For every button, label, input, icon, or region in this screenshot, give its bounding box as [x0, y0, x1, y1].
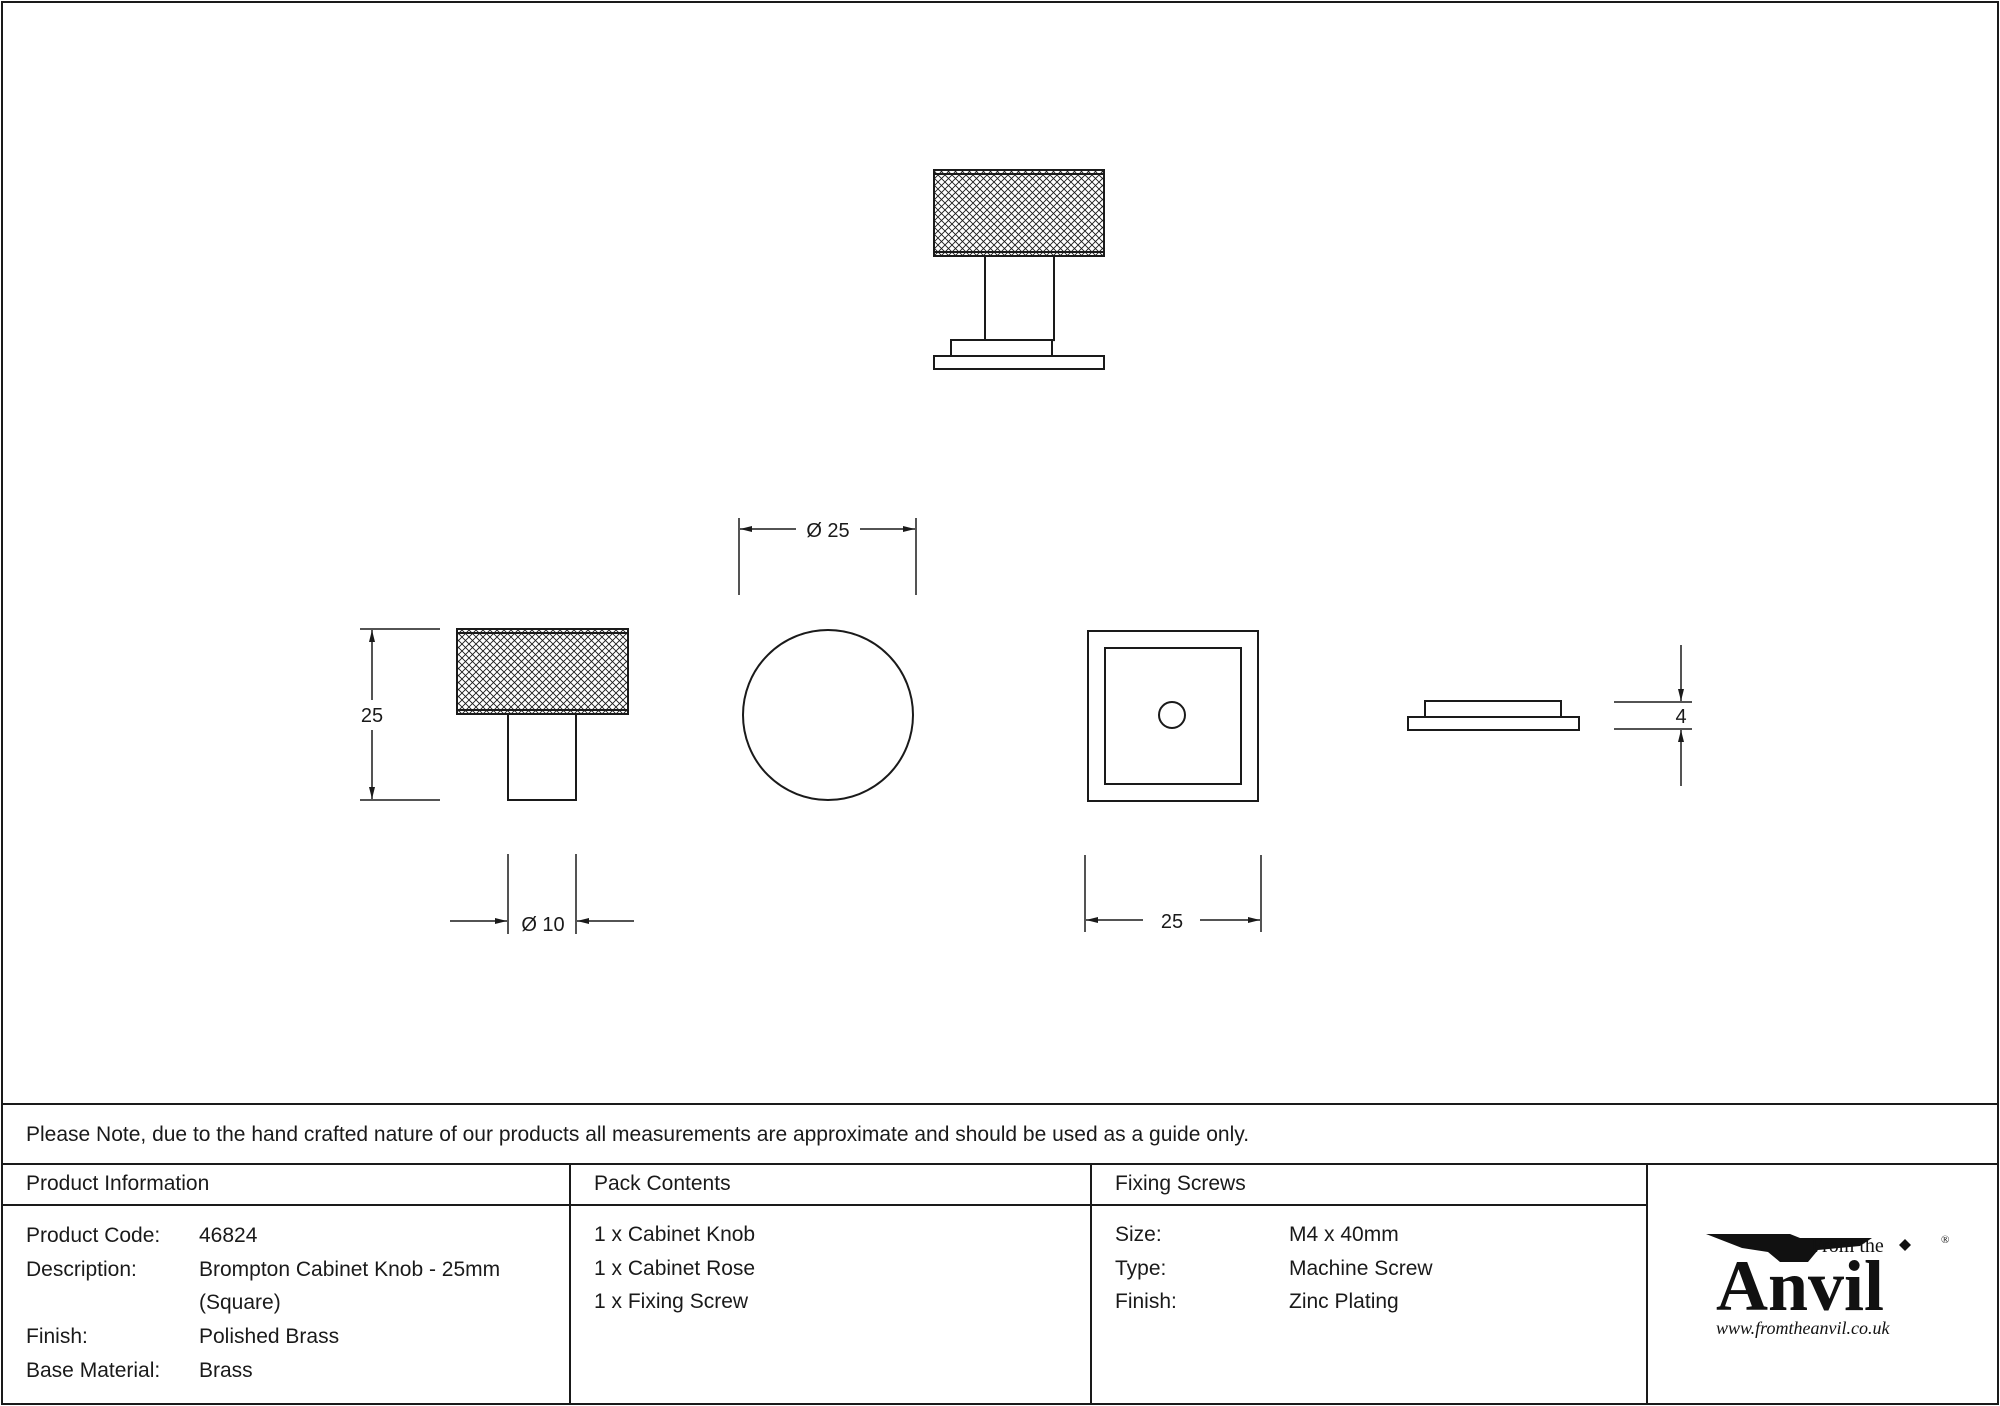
knob-top-circle: [742, 629, 914, 801]
from-the-anvil-logo: From the ® Anvil www.fromtheanvil.co.uk: [1706, 1234, 1949, 1338]
dimension-stem-diameter: [450, 854, 634, 934]
measurement-disclaimer-note: Please Note, due to the hand crafted nat…: [26, 1123, 1249, 1146]
dimension-rose-width: [1084, 855, 1262, 932]
description-value-continued: (Square): [199, 1291, 281, 1314]
rose-side-lower: [1407, 716, 1580, 731]
description-label: Description:: [26, 1258, 137, 1281]
dimension-knob-height: [360, 628, 440, 801]
base-material-value: Brass: [199, 1359, 253, 1382]
finish-label: Finish:: [26, 1325, 88, 1348]
product-information-header: Product Information: [26, 1172, 209, 1195]
rose-lower: [933, 355, 1105, 370]
dimension-label-rose-diameter: Ø 25: [806, 520, 849, 542]
knob-head: [456, 628, 629, 715]
screw-size-value: M4 x 40mm: [1289, 1223, 1399, 1246]
dimension-label-stem-diameter: Ø 10: [521, 914, 564, 936]
rose-upper: [950, 339, 1053, 357]
product-code-label: Product Code:: [26, 1224, 160, 1247]
screw-size-label: Size:: [1115, 1223, 1162, 1246]
rose-outer-square: [1087, 630, 1259, 802]
screw-type-label: Type:: [1115, 1257, 1166, 1280]
rose-front-view: [1087, 630, 1259, 802]
knob-head-top: [933, 169, 1105, 257]
logo-from-the: From the: [1811, 1235, 1884, 1257]
knob-stem-top: [984, 255, 1055, 341]
dimension-rose-diameter: [738, 518, 917, 595]
pack-contents-header: Pack Contents: [594, 1172, 731, 1195]
assembled-side-view: [933, 169, 1105, 370]
dimension-rose-thickness: [1614, 645, 1692, 786]
screw-finish-label: Finish:: [1115, 1290, 1177, 1313]
screw-type-value: Machine Screw: [1289, 1257, 1433, 1280]
pack-item: 1 x Fixing Screw: [594, 1290, 749, 1313]
logo-website: www.fromtheanvil.co.uk: [1716, 1318, 1890, 1338]
product-code-value: 46824: [199, 1224, 258, 1247]
screw-finish-value: Zinc Plating: [1289, 1290, 1399, 1313]
dimension-label-knob-height: 25: [361, 705, 383, 727]
finish-value: Polished Brass: [199, 1325, 339, 1348]
rose-side-view: [1407, 700, 1580, 731]
diamond-icon: [1899, 1239, 1911, 1251]
logo-brand-name: Anvil: [1716, 1246, 1884, 1326]
pack-item: 1 x Cabinet Rose: [594, 1257, 755, 1280]
knob-side-view: [456, 628, 629, 801]
description-value: Brompton Cabinet Knob - 25mm: [199, 1258, 500, 1281]
anvil-icon: [1706, 1234, 1872, 1262]
dimension-label-rose-thickness: 4: [1675, 706, 1686, 728]
pack-item: 1 x Cabinet Knob: [594, 1223, 755, 1246]
rose-side-upper: [1424, 700, 1562, 718]
screw-hole: [1158, 701, 1186, 729]
rose-inner-square: [1104, 647, 1242, 785]
info-table-lines: [2, 1103, 1998, 1404]
knob-stem: [507, 713, 577, 801]
base-material-label: Base Material:: [26, 1359, 160, 1382]
logo-registered: ®: [1941, 1234, 1949, 1246]
fixing-screws-header: Fixing Screws: [1115, 1172, 1246, 1195]
dimension-label-rose-width: 25: [1161, 911, 1183, 933]
